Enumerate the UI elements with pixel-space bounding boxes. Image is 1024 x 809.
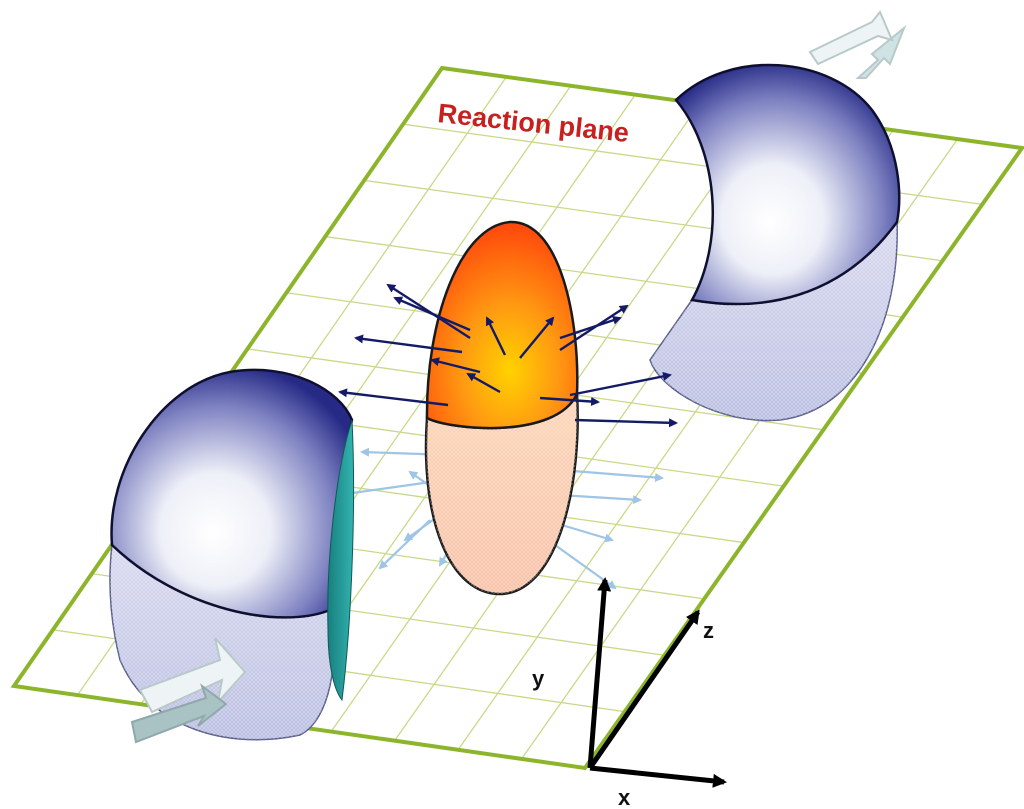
y-axis-arrow	[587, 577, 612, 769]
outflow-arrow	[559, 315, 622, 340]
y-axis-label: y	[532, 666, 545, 691]
beam-arrow-left	[130, 637, 247, 744]
beam-direction-arrow-icon	[130, 683, 228, 744]
outflow-arrow	[338, 388, 449, 407]
outflow-arrow	[569, 371, 672, 397]
outflow-arrow	[485, 316, 507, 356]
outflow-arrow	[574, 418, 678, 428]
z-axis-arrow	[587, 609, 701, 770]
beam-arrow-right	[808, 10, 907, 79]
outflow-arrow	[393, 296, 471, 332]
outflow-arrow	[539, 396, 600, 407]
beam-direction-arrow-icon	[808, 10, 894, 66]
out-of-plane-emission-arrows	[338, 283, 678, 428]
nucleus-right	[649, 63, 901, 422]
nucleus-right-upper-half	[674, 63, 901, 306]
in-plane-arrow	[559, 493, 642, 505]
fireball-upper-half	[425, 220, 579, 430]
x-axis-label: x	[618, 785, 631, 809]
outflow-arrow	[430, 357, 481, 374]
coordinate-axes: y z x	[532, 577, 727, 809]
fireball	[424, 220, 579, 596]
in-plane-arrow	[559, 468, 664, 482]
outflow-arrow	[354, 334, 463, 354]
z-axis-label: z	[703, 618, 714, 643]
nucleus-left-cut-face	[327, 419, 355, 702]
x-axis-arrow	[589, 765, 727, 788]
outflow-arrow	[466, 372, 501, 394]
beam-direction-arrow-icon	[138, 637, 247, 714]
outflow-arrow	[519, 316, 555, 359]
